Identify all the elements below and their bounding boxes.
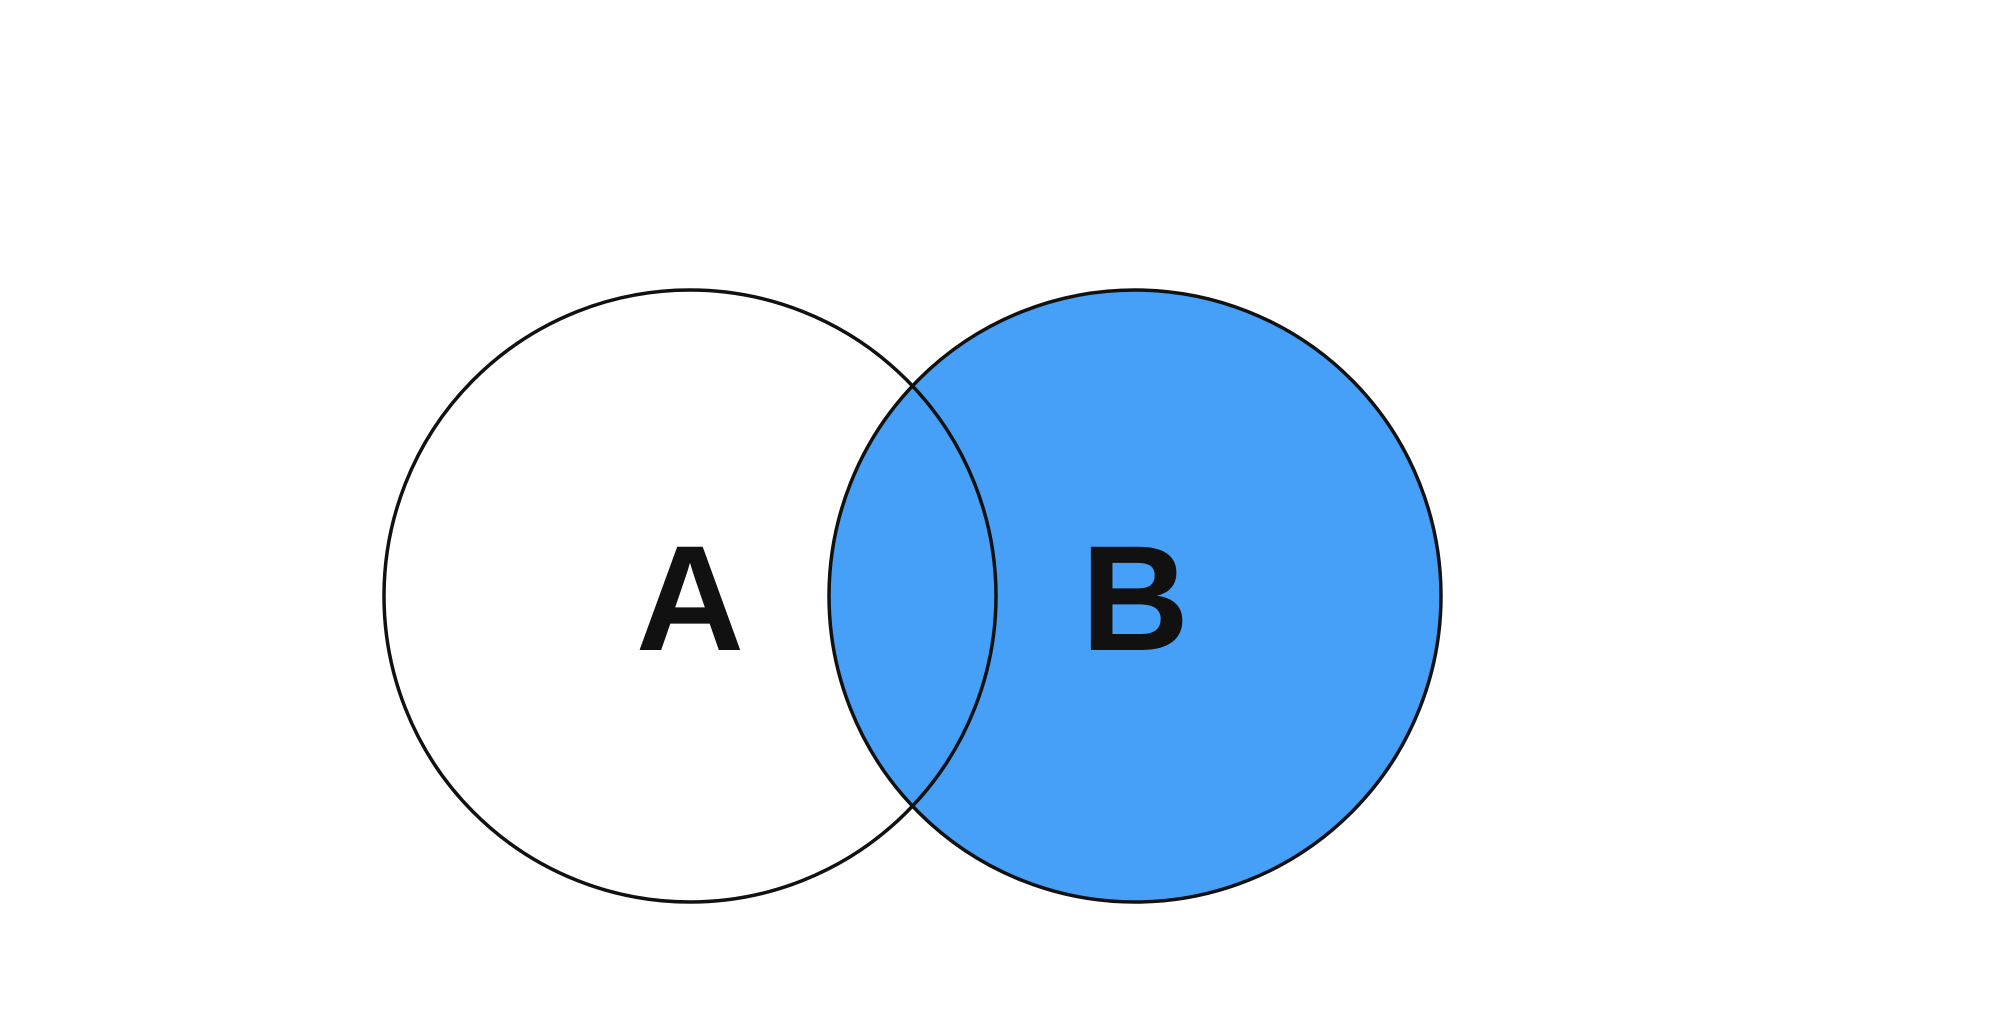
- set-b-fill: [829, 290, 1441, 902]
- set-a-label: A: [636, 514, 744, 682]
- set-a-circle: [382, 288, 998, 904]
- set-b-circle: [827, 288, 1443, 904]
- set-b-label: B: [1081, 514, 1189, 682]
